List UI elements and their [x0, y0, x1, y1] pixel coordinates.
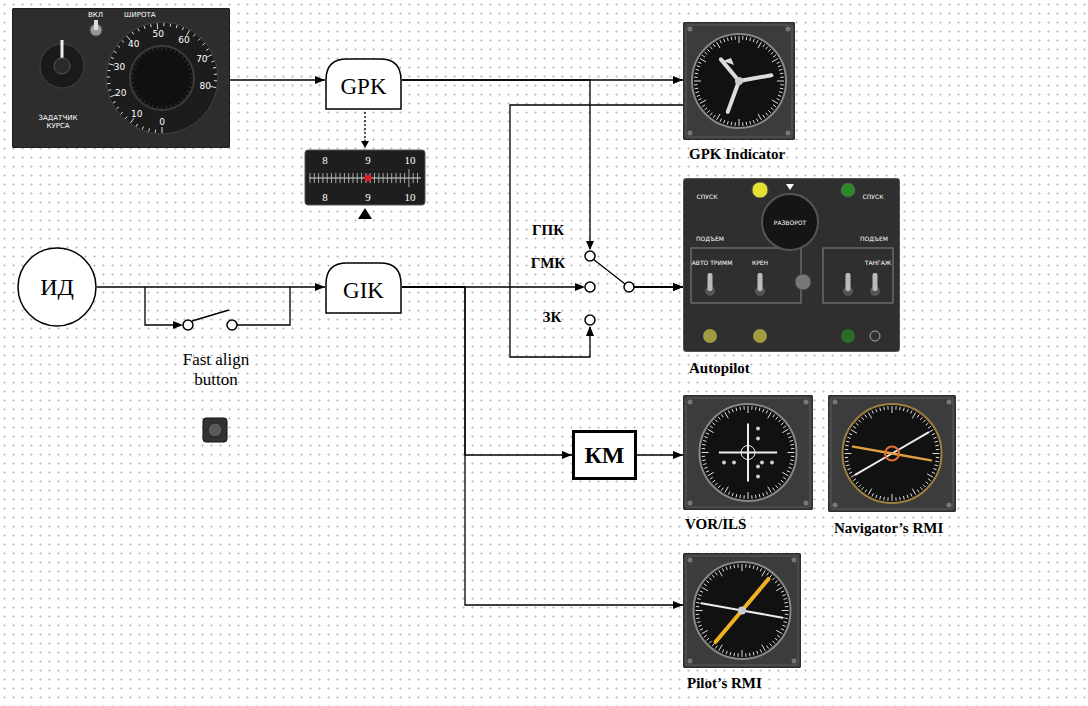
scale-number: 9: [365, 154, 371, 166]
scale-number: 8: [322, 191, 328, 203]
scale-number: 9: [365, 191, 371, 203]
gpk-unit: GPK: [325, 58, 402, 110]
instrument-caption: GPK Indicator: [689, 146, 785, 163]
button-label: Fast align button: [164, 350, 268, 391]
index-pointer: [358, 208, 372, 219]
leader-line: [364, 112, 365, 142]
heading-scale: [305, 150, 425, 205]
panel-marking: ПОДЪЕМ: [860, 235, 888, 242]
panel-marking: ТАНГАЖ: [865, 259, 892, 266]
gik-unit: GIK: [325, 262, 402, 314]
rmi-indicator: Pilot’s RMI: [683, 553, 801, 668]
switch-position: ГПК: [532, 222, 564, 239]
signal-connector: [97, 286, 325, 287]
course-setter-panel: ВКЛ ШИРОТА ЗАДАТЧИК КУРСА: [12, 8, 230, 148]
instrument-caption: VOR/ILS: [685, 516, 746, 533]
signal-connector: [402, 80, 683, 287]
dial-number: 0: [159, 117, 165, 127]
dial-number: 80: [200, 81, 211, 91]
scale-number: 8: [322, 154, 328, 166]
dial-number: 70: [196, 54, 207, 64]
fast-align-switch: [145, 287, 290, 330]
dial-number: 40: [128, 39, 139, 49]
vor-ils-indicator-shape: [683, 395, 813, 510]
instrument-caption: Navigator’s RMI: [834, 520, 943, 537]
dial-number: 20: [115, 88, 126, 98]
scale-number: 10: [405, 154, 416, 166]
panel-marking: РАЗВОРОТ: [774, 219, 806, 226]
gpk-indicator: GPK Indicator: [683, 22, 795, 140]
dial-number: 60: [178, 35, 189, 45]
course-setter-panel-shape: [12, 8, 230, 148]
instrument-caption: Pilot’s RMI: [687, 675, 762, 692]
panel-marking: ВКЛ: [88, 11, 103, 19]
rmi-indicator-shape: [828, 395, 956, 512]
dial-number: 10: [131, 109, 142, 119]
node-label: GIK: [343, 272, 384, 304]
switch-position: ЗК: [543, 309, 562, 326]
signal-connector: [402, 287, 683, 605]
km-unit: КМ: [572, 430, 637, 480]
rmi-indicator-shape: [683, 553, 801, 668]
signal-connector: [637, 454, 683, 455]
arrowhead: [361, 141, 369, 148]
vor-ils-indicator: VOR/ILS: [683, 395, 813, 510]
panel-marking: АВТО ТРИММ: [692, 259, 733, 266]
scale-number: 10: [405, 191, 416, 203]
panel-marking: СПУСК: [863, 193, 884, 200]
signal-connector: [510, 105, 683, 357]
panel-marking: ШИРОТА: [124, 11, 156, 19]
panel-marking: КРЕН: [752, 259, 768, 266]
induction-sensor: ИД: [17, 247, 97, 327]
dial-number: 30: [114, 62, 125, 72]
node-label: ИД: [40, 274, 74, 301]
node-label: КМ: [584, 442, 624, 469]
selector-switch: [575, 241, 634, 336]
dial-number: 50: [152, 29, 163, 39]
panel-marking: ЗАДАТЧИК КУРСА: [32, 114, 84, 130]
signal-connector: [230, 79, 325, 80]
node-label: GPK: [340, 68, 386, 100]
panel-marking: ПОДЪЕМ: [696, 235, 724, 242]
switch-position: ГМК: [531, 255, 565, 272]
instrument-caption: Autopilot: [689, 360, 750, 377]
gpk-indicator-shape: [683, 22, 795, 140]
rmi-indicator: Navigator’s RMI: [828, 395, 956, 512]
button-icon: [203, 418, 227, 442]
signal-connector: [402, 287, 572, 455]
panel-marking: СПУСК: [697, 193, 718, 200]
